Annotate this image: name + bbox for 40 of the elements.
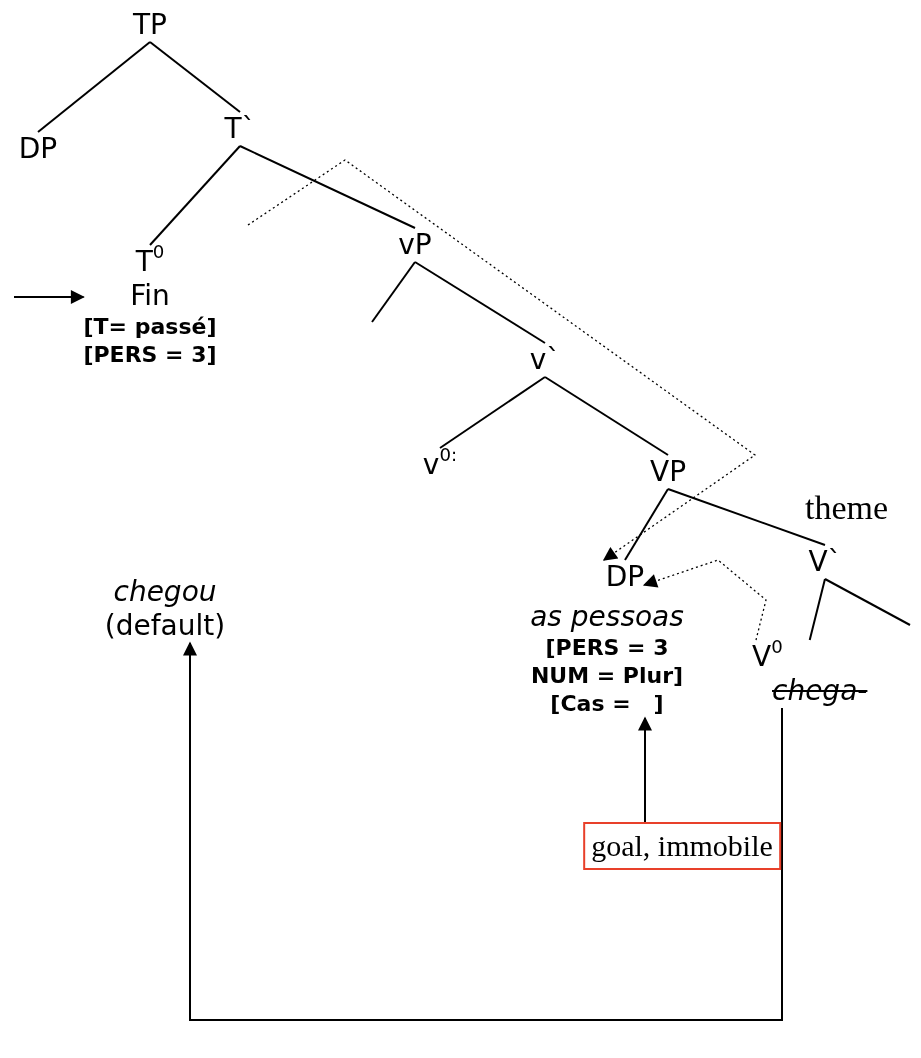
annotation-text: goal, immobile — [591, 828, 773, 864]
tree-branch-line — [371, 261, 416, 323]
tree-branch-line — [808, 578, 826, 641]
tree-branch-line — [439, 376, 546, 449]
role-label: theme — [805, 488, 889, 528]
node-label: vP — [398, 228, 432, 262]
tree-branch-line — [239, 145, 416, 229]
node-label: TP — [133, 8, 167, 42]
node-label: V` — [808, 545, 842, 579]
tree-branch-line — [824, 578, 911, 626]
tree-branch-line — [149, 145, 241, 246]
node-label: VP — [650, 455, 686, 489]
node-label: DP — [18, 132, 58, 166]
annotation-box — [583, 822, 781, 870]
word-label: chegou — [113, 575, 217, 609]
tree-branch-line — [37, 41, 151, 133]
node-label: v$^{0:}$ — [422, 448, 458, 482]
arrow — [642, 559, 767, 641]
tree-branch-line — [149, 41, 241, 113]
feature-label: [PERS = 3] — [83, 341, 217, 369]
node-label: v` — [529, 343, 561, 377]
node-label: T$^{0}$ — [135, 245, 165, 279]
node-label: V$^{0}$ — [752, 640, 783, 674]
node-label: T` — [224, 112, 256, 146]
tree-branch-line — [624, 488, 669, 561]
node-label: Fin — [130, 279, 170, 313]
arrow — [13, 290, 85, 304]
feature-label: [T= passé] — [83, 313, 217, 341]
arrow — [183, 641, 783, 1021]
node-label: (default) — [104, 609, 226, 643]
word-label: chega- — [772, 674, 868, 708]
tree-branch-line — [544, 376, 669, 456]
arrow — [638, 716, 652, 823]
node-label: DP — [605, 560, 645, 594]
feature-label: [Cas = ] — [550, 690, 664, 718]
word-label: as pessoas — [530, 600, 684, 634]
arrow — [247, 159, 757, 561]
feature-label: [PERS = 3 NUM = Plur] — [529, 634, 685, 690]
tree-branch-line — [667, 488, 826, 546]
tree-branch-line — [414, 261, 546, 344]
